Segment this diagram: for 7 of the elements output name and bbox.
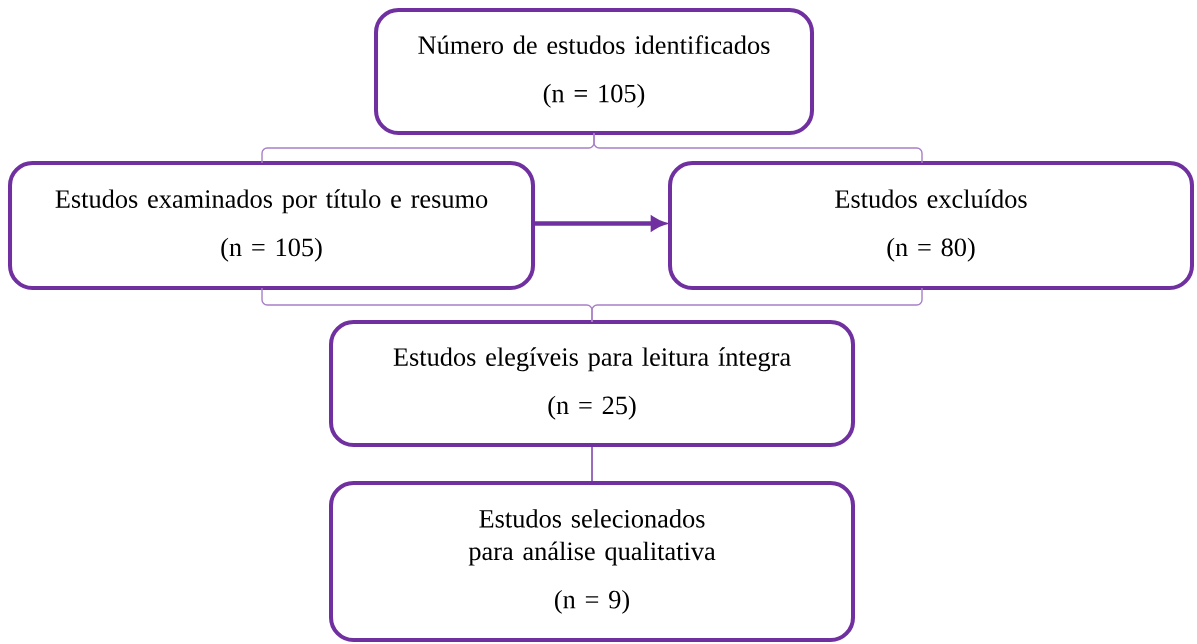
process-box: Estudos selecionados para análise qualitativa (n = 9) [329, 480, 856, 642]
connector [591, 287, 923, 323]
process-box: Estudos excluídos (n = 80) [668, 161, 1195, 290]
process-box: Número de estudos identificados (n = 105) [374, 8, 815, 135]
process-box: Estudos elegíveis para leitura íntegra (n = 25) [329, 319, 856, 447]
connector [591, 444, 593, 484]
process-box: Estudos examinados por título e resumo (n = 105) [8, 161, 536, 290]
